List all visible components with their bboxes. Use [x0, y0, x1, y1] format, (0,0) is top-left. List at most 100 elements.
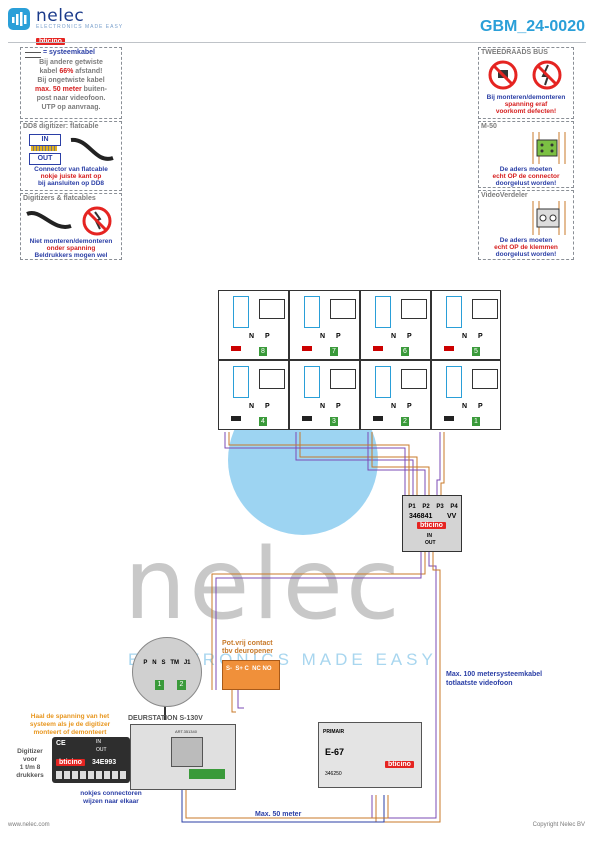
- port-label: P2: [422, 504, 430, 510]
- panel-note: De aders moeten echt OP de connector doo…: [479, 166, 573, 187]
- text-line: Bij andere getwiste: [39, 59, 103, 66]
- flatcable-connector-icon: [31, 146, 57, 151]
- text-line: Max. 100 metersysteemkabel: [446, 671, 543, 678]
- digitizer-body: CE IN OUT bticino 34E993: [52, 737, 130, 783]
- monitor-screen: [259, 369, 285, 389]
- doorstation-board: [171, 737, 203, 767]
- monitor-screen: [472, 369, 498, 389]
- text-line: echt OP de connector: [492, 173, 560, 180]
- equalizer-icon: [12, 12, 27, 26]
- monitor-dipswitch: [373, 416, 383, 421]
- panel-title: TWEEDRAADS BUS: [481, 49, 548, 56]
- cable-symbol-icon: [25, 52, 41, 58]
- monitor-connector: [233, 366, 249, 398]
- video-distributor: P1 P2 P3 P4 346841 VV bticino IN OUT: [402, 495, 462, 552]
- digitizer-label: Digitizer voor 1 t/m 8 drukkers: [16, 748, 44, 780]
- monitor-n-label: N: [462, 403, 468, 410]
- doorstation-title: DEURSTATION S-130V: [128, 715, 203, 722]
- panel-title: Digitizers & flatcables: [23, 195, 96, 202]
- monitor-p-label: P: [336, 333, 341, 340]
- monitor-screen: [472, 299, 498, 319]
- text-line: post naar videofoon.: [36, 95, 106, 102]
- monitor-number: 8: [259, 347, 267, 356]
- monitor-n-label: N: [391, 403, 397, 410]
- digitizer-out: OUT: [96, 747, 107, 753]
- terminal-label: TM: [170, 660, 179, 666]
- panel-videoverdeler: VideoVerdeler De aders moeten echt OP de…: [478, 190, 574, 260]
- flatcable-icon: [26, 211, 72, 229]
- monitor-screen: [259, 299, 285, 319]
- no-power-icon: [82, 206, 112, 236]
- text-line: Haal de spanning van het: [30, 713, 110, 720]
- text-line: Niet monteren/demonteren: [29, 238, 113, 245]
- terminal-label: J1: [183, 660, 191, 666]
- digitizer-in: IN: [96, 739, 101, 745]
- logo-tagline: ELECTRONICS MADE EASY: [36, 24, 124, 30]
- monitor-n-label: N: [462, 333, 468, 340]
- distributor-out: OUT: [425, 540, 436, 546]
- distributor-ports: P1 P2 P3 P4: [405, 504, 461, 510]
- monitor-connector: [446, 366, 462, 398]
- watermark-tagline: ELECTRONICS MADE EASY: [128, 650, 437, 669]
- panel-note: Niet monteren/demonteren onder spanning …: [21, 238, 121, 259]
- panel-note: De aders moeten echt OP de klemmen doorg…: [479, 237, 573, 258]
- psu-model: E-67: [325, 747, 345, 757]
- port-label: P4: [450, 504, 458, 510]
- monitor-p-label: P: [336, 403, 341, 410]
- terminal-block-icon: [532, 201, 566, 235]
- logo-name: nelec: [36, 6, 85, 26]
- monitor-dipswitch: [444, 416, 454, 421]
- text-line: bij aansluiten op DD8: [37, 180, 105, 187]
- header: nelec ELECTRONICS MADE EASY bticino GBM_…: [0, 0, 595, 45]
- in-connector: IN: [29, 134, 61, 146]
- monitor-number: 5: [472, 347, 480, 356]
- text-line: totlaatste videofoon: [446, 680, 513, 687]
- text-line: Pot.vrij contact: [222, 640, 273, 647]
- monitor-n-label: N: [320, 333, 326, 340]
- monitor-dipswitch: [444, 346, 454, 351]
- doorstation-body: ART.351340: [130, 724, 236, 790]
- panel-title: VideoVerdeler: [481, 192, 528, 199]
- monitor-grid: N P 8 N P 7 N P 6 N P 5 N P 4 N: [218, 290, 501, 430]
- text-line: onder spanning: [46, 245, 96, 252]
- panel-title: DD8 digitizer: flatcable: [23, 123, 99, 130]
- brand-badge: bticino: [36, 38, 65, 45]
- panel-tweedraads-bus: TWEEDRAADS BUS Bij monteren/demonteren s…: [478, 47, 574, 119]
- monitor-p-label: P: [407, 333, 412, 340]
- terminal-label: P: [143, 660, 148, 666]
- panel-title: M-50: [481, 123, 497, 130]
- monitor-dipswitch: [302, 416, 312, 421]
- digitizer-code: 34E993: [92, 759, 117, 766]
- text-line: monteert of demonteert: [33, 729, 107, 736]
- panel-digitizers: Digitizers & flatcables Niet monteren/de…: [20, 193, 122, 260]
- text-line: max. 50 meter buiten-: [35, 86, 107, 93]
- monitor-dipswitch: [231, 346, 241, 351]
- monitor-number: 4: [259, 417, 267, 426]
- doorstation-terminals: [189, 769, 225, 779]
- text-line: nokje juiste kant op: [40, 173, 102, 180]
- terminal-label: S: [161, 660, 166, 666]
- text-line: voorkomt defecten!: [495, 108, 557, 115]
- flatcable-icon: [70, 137, 114, 161]
- relay-label: Pot.vrij contact tbv deuropener: [222, 640, 273, 656]
- panel-title: = systeemkabel: [43, 49, 95, 56]
- digitizer-terminals: [56, 771, 126, 779]
- keypad-right-num: 2: [177, 680, 186, 690]
- text-line: voor: [22, 756, 38, 763]
- text-line: Digitizer: [17, 748, 43, 755]
- out-connector: OUT: [29, 153, 61, 165]
- relay-terminals: S- S+ C NC NO: [226, 666, 272, 672]
- panel-dd8: DD8 digitizer: flatcable IN OUT Connecto…: [20, 121, 122, 191]
- nelec-logo-icon: [8, 8, 30, 30]
- relay-block: S- S+ C NC NO: [222, 660, 280, 690]
- text-line: Bij ongetwiste kabel: [37, 77, 105, 84]
- text-line: nokjes connectoren: [80, 790, 142, 797]
- monitor-unit: N P 5: [431, 290, 501, 360]
- psu-brand: bticino: [385, 761, 414, 768]
- monitor-dipswitch: [231, 416, 241, 421]
- monitor-number: 1: [472, 417, 480, 426]
- monitor-number: 2: [401, 417, 409, 426]
- logo-brand: bticino: [36, 30, 65, 48]
- no-plug-icon: [488, 60, 518, 90]
- monitor-unit: N P 7: [289, 290, 360, 360]
